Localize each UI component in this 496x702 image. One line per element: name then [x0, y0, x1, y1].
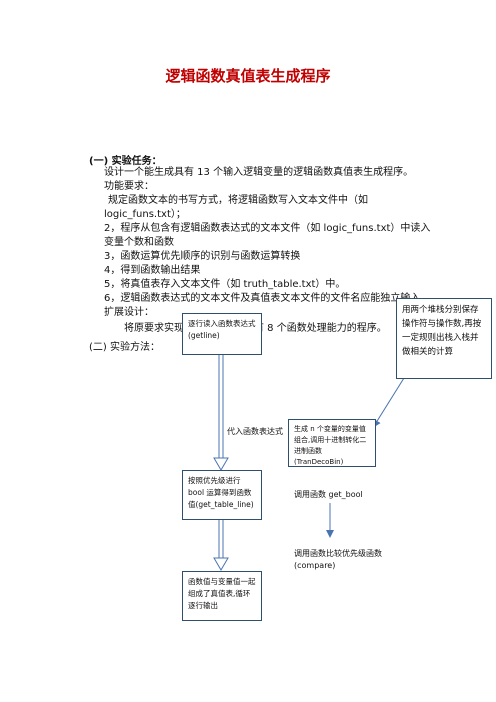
flow-box-getline: 逐行读入函数表达式(getline)	[182, 313, 262, 355]
label-get-bool: 调用函数 get_bool	[294, 490, 363, 499]
task-line: 规定函数文本的书写方式，将逻辑函数写入文本文件中（如	[108, 195, 368, 206]
page-title: 逻辑函数真值表生成程序	[165, 67, 331, 85]
section-heading-task: (一) 实验任务：	[89, 156, 162, 167]
task-line: 功能要求：	[104, 181, 154, 192]
flow-box-trandecobin: 生成 n 个变量的变量值组合,调用十进制转化二进制函数(TranDecoBin)	[288, 419, 376, 467]
task-line: logic_funs.txt）；	[104, 209, 186, 220]
task-line: 5，将真值表存入文本文件（如 truth_table.txt）中。	[104, 279, 346, 290]
task-line: 变量个数和函数	[104, 237, 174, 248]
section-heading-method: (二) 实验方法：	[89, 342, 160, 353]
task-line: 6，逻辑函数表达式的文本文件及真值表文本文件的文件名应能独立输入。	[104, 293, 431, 304]
task-line: 设计一个能生成具有 13 个输入逻辑变量的逻辑函数真值表生成程序。	[104, 167, 414, 178]
task-line: 2，程序从包含有逻辑函数表达式的文本文件（如 logic_funs.txt）中读…	[104, 223, 431, 234]
flow-box-stack-note: 用两个堆栈分别保存操作符与操作数,再按一定规则出栈入栈并做相关的计算	[396, 298, 492, 379]
task-line: 扩展设计：	[104, 307, 154, 318]
label-compare: 调用函数比较优先级函数	[294, 549, 382, 558]
task-line: 3，函数运算优先顺序的识别与函数运算转换	[104, 251, 301, 262]
flow-box-get-table-line: 按照优先级进行 bool 运算得到函数值(get_table_line)	[182, 470, 262, 520]
task-line: 4，得到函数输出结果	[104, 265, 201, 276]
flow-box-output: 函数值与变量值一起组成了真值表,循环逐行输出	[182, 571, 262, 621]
label-compare-fn: (compare)	[294, 561, 336, 570]
label-input-expression: 代入函数表达式	[227, 427, 283, 436]
